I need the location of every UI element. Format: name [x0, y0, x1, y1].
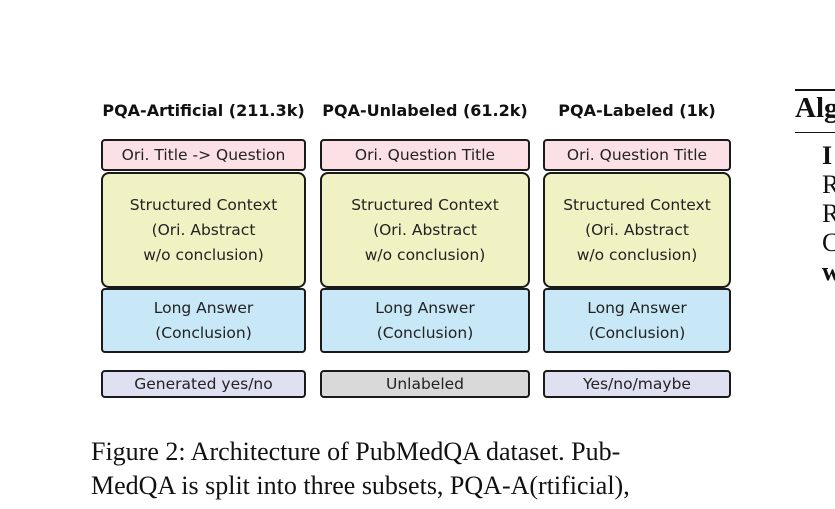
- algorithm-line: I: [822, 141, 833, 170]
- context-line: w/o conclusion): [364, 245, 486, 264]
- context-box-artificial: Structured Context (Ori. Abstract w/o co…: [101, 172, 306, 288]
- context-line: w/o conclusion): [576, 245, 698, 264]
- answer-line: (Conclusion): [155, 323, 252, 342]
- answer-box-labeled: Long Answer (Conclusion): [543, 288, 731, 353]
- context-box-unlabeled: Structured Context (Ori. Abstract w/o co…: [320, 172, 530, 288]
- algorithm-line: w: [822, 257, 835, 286]
- context-line: (Ori. Abstract: [585, 220, 689, 239]
- answer-line: Long Answer: [375, 298, 475, 317]
- context-line: Structured Context: [563, 195, 711, 214]
- caption-line: Figure 2: Architecture of PubMedQA datas…: [91, 437, 621, 466]
- label-text: Unlabeled: [385, 375, 465, 393]
- algorithm-heading: Alg: [795, 92, 835, 124]
- context-line: (Ori. Abstract: [373, 220, 477, 239]
- column-title-unlabeled: PQA-Unlabeled (61.2k): [322, 101, 528, 120]
- label-text: Yes/no/maybe: [583, 375, 691, 393]
- label-box-labeled: Yes/no/maybe: [543, 370, 731, 398]
- algorithm-line: C: [822, 228, 835, 257]
- context-box-labeled: Structured Context (Ori. Abstract w/o co…: [543, 172, 731, 288]
- algorithm-heading-rule: [795, 132, 835, 133]
- algorithm-line: R: [822, 199, 835, 228]
- question-box-artificial: Ori. Title -> Question: [101, 139, 306, 171]
- answer-line: (Conclusion): [588, 323, 686, 342]
- answer-box-unlabeled: Long Answer (Conclusion): [320, 288, 530, 353]
- algorithm-top-rule: [795, 89, 835, 91]
- question-text: Ori. Question Title: [354, 146, 496, 164]
- question-text: Ori. Title -> Question: [121, 146, 286, 164]
- question-text: Ori. Question Title: [566, 146, 708, 164]
- column-title-labeled: PQA-Labeled (1k): [558, 101, 716, 120]
- answer-box-artificial: Long Answer (Conclusion): [101, 288, 306, 353]
- label-box-artificial: Generated yes/no: [101, 370, 306, 398]
- label-box-unlabeled: Unlabeled: [320, 370, 530, 398]
- context-line: (Ori. Abstract: [151, 220, 256, 239]
- context-line: Structured Context: [351, 195, 499, 214]
- label-text: Generated yes/no: [134, 375, 273, 393]
- answer-line: Long Answer: [587, 298, 687, 317]
- algorithm-line: R: [822, 170, 835, 199]
- algorithm-body: I R R C w: [822, 141, 835, 286]
- context-line: Structured Context: [129, 195, 278, 214]
- answer-line: Long Answer: [153, 298, 254, 317]
- context-line: w/o conclusion): [143, 245, 264, 264]
- question-box-labeled: Ori. Question Title: [543, 139, 731, 171]
- caption-line: MedQA is split into three subsets, PQA-A…: [91, 471, 630, 500]
- question-box-unlabeled: Ori. Question Title: [320, 139, 530, 171]
- answer-line: (Conclusion): [376, 323, 474, 342]
- column-title-artificial: PQA-Artificial (211.3k): [102, 101, 305, 120]
- figure-caption: Figure 2: Architecture of PubMedQA datas…: [91, 435, 751, 503]
